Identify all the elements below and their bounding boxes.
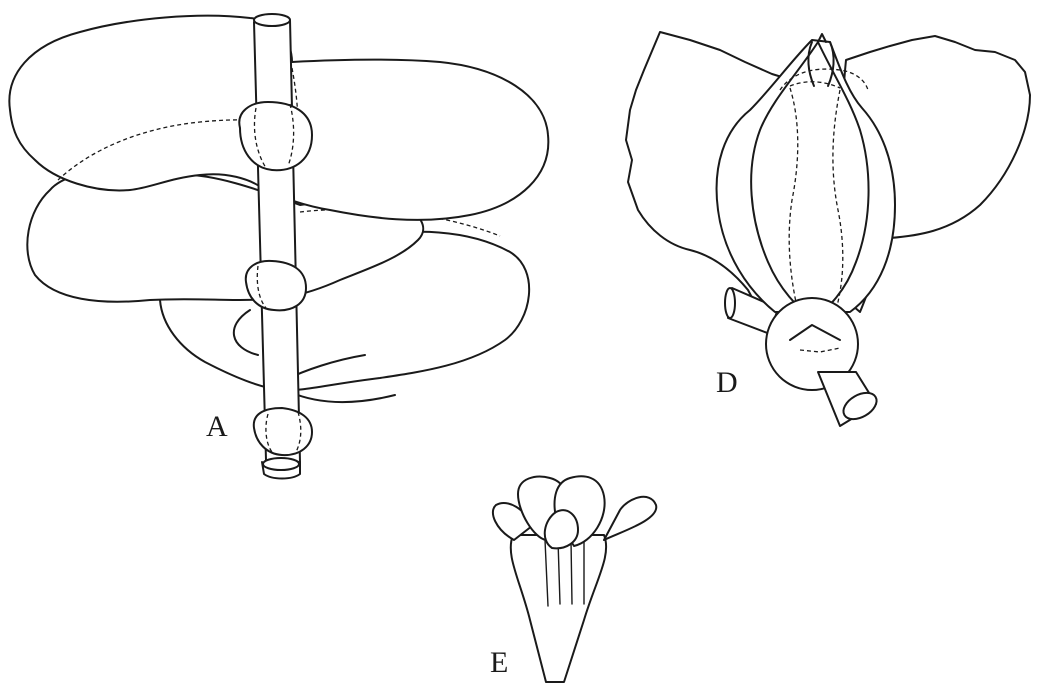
figure-d-flower: [626, 32, 1030, 426]
figure-e-androecium: [493, 476, 656, 682]
figure-label-e: E: [490, 648, 508, 678]
figure-a-node-upper: [239, 102, 312, 170]
figure-label-d: D: [716, 368, 738, 398]
figure-a-node-lower: [254, 408, 312, 455]
figure-e-right-anther: [604, 497, 656, 540]
figure-label-a: A: [206, 412, 228, 442]
figure-a-shoot: [9, 14, 548, 479]
figure-a-node-middle: [246, 261, 306, 310]
